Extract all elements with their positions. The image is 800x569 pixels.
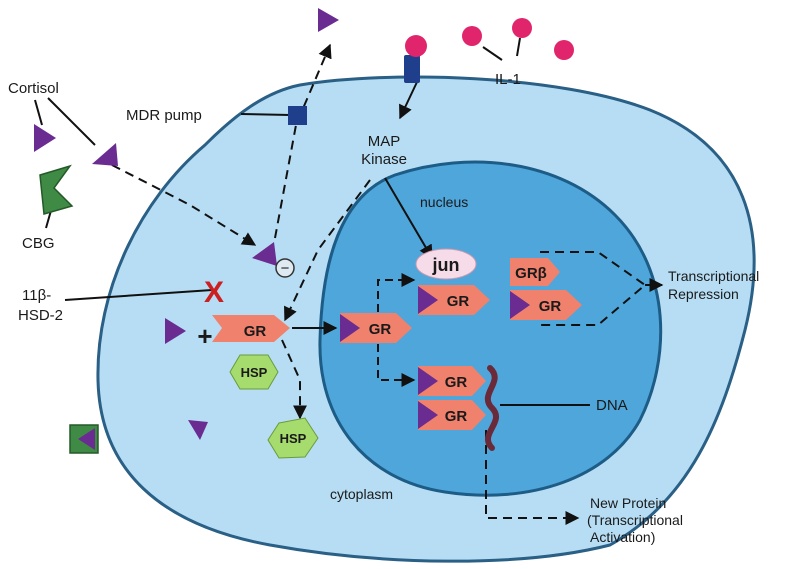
map-kinase-label-line1: MAP [368,133,401,150]
activation-label-line1: New Protein [590,495,666,511]
il1-label-line-a [482,46,503,61]
il1-molecule [462,26,482,46]
cortisol-label: Cortisol [8,80,59,97]
il1-label: IL-1 [495,71,521,88]
plus-symbol: + [197,321,212,351]
il1-molecules [462,18,574,60]
gr-to-dna-branch [377,344,416,387]
map-kinase-label-line2: Kinase [361,151,407,168]
dna-bound-gr-lower: GR [418,400,486,430]
hsd-label-line [64,289,213,301]
map-to-jun-arrow [384,177,433,260]
cortisol-exported [318,8,339,32]
hsp-bound: HSP [229,354,279,390]
cortisol-molecules [34,8,339,440]
jun-bound-gr: GR [418,285,490,315]
activation-label-line2: (Transcriptional [587,512,683,528]
nucleus-label: nucleus [420,194,468,210]
mdr-pump-label: MDR pump [126,107,202,124]
il1-receptor [404,35,427,83]
jun-protein: jun [415,248,477,280]
hsd-label-line1: 11β- [22,287,51,304]
cortisol-converted [165,318,186,344]
cortisol-cytoplasm [188,420,208,440]
svg-text:GR: GR [539,298,562,315]
repression-label-line2: Repression [668,286,739,302]
mdr-label-line [240,113,291,116]
hsd-x-mark: X [204,276,224,309]
il1-molecule [554,40,574,60]
cbg-cortisol-complex [69,424,99,454]
svg-text:GR: GR [445,374,468,391]
svg-text:GR: GR [445,408,468,425]
nucleus-membrane [318,160,663,497]
mdr-export-arrow [274,43,332,239]
cortisol-in-cell [252,242,277,266]
il1-molecule [512,18,532,38]
cortisol-entry-arrow [111,164,257,246]
svg-text:HSP: HSP [280,431,307,446]
svg-text:jun: jun [432,255,460,275]
dna-bound-gr-upper: GR [418,366,486,396]
svg-text:HSP: HSP [241,365,268,380]
repression-bracket [540,251,647,326]
dna-strand [484,365,499,451]
svg-text:GRβ: GRβ [515,265,547,282]
map-to-gr-arrow [284,179,371,322]
cortisol-label-line-a [34,99,43,126]
il1-to-map-arrow [399,81,418,120]
nuclear-gr: GR [340,313,412,343]
cytoplasm-label: cytoplasm [330,486,393,502]
svg-text:GR: GR [244,323,267,340]
svg-text:−: − [281,260,290,277]
activation-label-line3: Activation) [590,529,655,545]
cortisol-free-2 [92,143,118,166]
gr-to-jun-branch [377,273,416,312]
inhibition-symbol: − [275,258,295,278]
hsd-label-line2: HSD-2 [18,307,63,324]
mdr-pump-icon [288,106,307,125]
cbg-label: CBG [22,235,55,252]
repression-label-line1: Transcriptional [668,268,759,284]
hsp-released: HSP [267,417,319,459]
svg-text:GR: GR [369,321,392,338]
cortisol-label-line-b [47,97,96,146]
pathway-arrows [34,37,664,525]
il1-label-line-b [516,37,521,57]
gr-beta-complex: GRβ GR [510,258,582,320]
dna-label: DNA [596,397,628,414]
cytoplasmic-gr: GR [212,315,290,342]
cortisol-free [34,124,56,152]
svg-text:GR: GR [447,293,470,310]
cbg-protein [39,164,74,215]
